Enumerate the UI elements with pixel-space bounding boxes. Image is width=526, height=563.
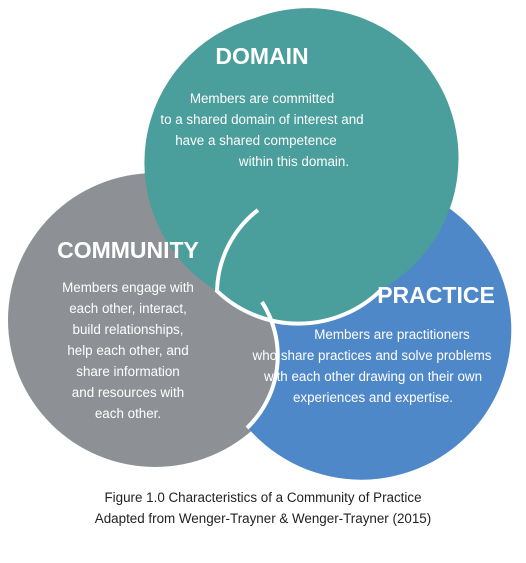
domain-line: to a shared domain of interest and: [160, 112, 363, 127]
community-line: help each other, and: [67, 343, 188, 358]
community-line: build relationships,: [73, 322, 184, 337]
practice-title: PRACTICE: [377, 282, 495, 308]
separator-arc: [245, 300, 280, 430]
community-line: each other, interact,: [69, 301, 187, 316]
community-line: share information: [76, 364, 179, 379]
domain-line: Members are committed: [190, 91, 334, 106]
practice-line: who share practices and solve problems: [252, 348, 492, 363]
community-line: and resources with: [72, 385, 184, 400]
domain-circle: [144, 8, 459, 325]
practice-line: experiences and expertise.: [293, 390, 453, 405]
community-line: Members engage with: [62, 280, 194, 295]
community-line: each other.: [95, 406, 161, 421]
domain-line: within this domain.: [238, 154, 349, 169]
figure-caption-line-1: Figure 1.0 Characteristics of a Communit…: [104, 490, 421, 505]
domain-title: DOMAIN: [215, 43, 308, 69]
separator-arc: [214, 288, 383, 326]
domain-line: have a shared competence: [175, 133, 337, 148]
figure-caption-line-2: Adapted from Wenger-Trayner & Wenger-Tra…: [95, 511, 431, 526]
practice-line: Members are practitioners: [314, 327, 470, 342]
community-title: COMMUNITY: [57, 237, 199, 263]
practice-line: with each other drawing on their own: [263, 369, 482, 384]
separator-arc: [215, 208, 260, 293]
